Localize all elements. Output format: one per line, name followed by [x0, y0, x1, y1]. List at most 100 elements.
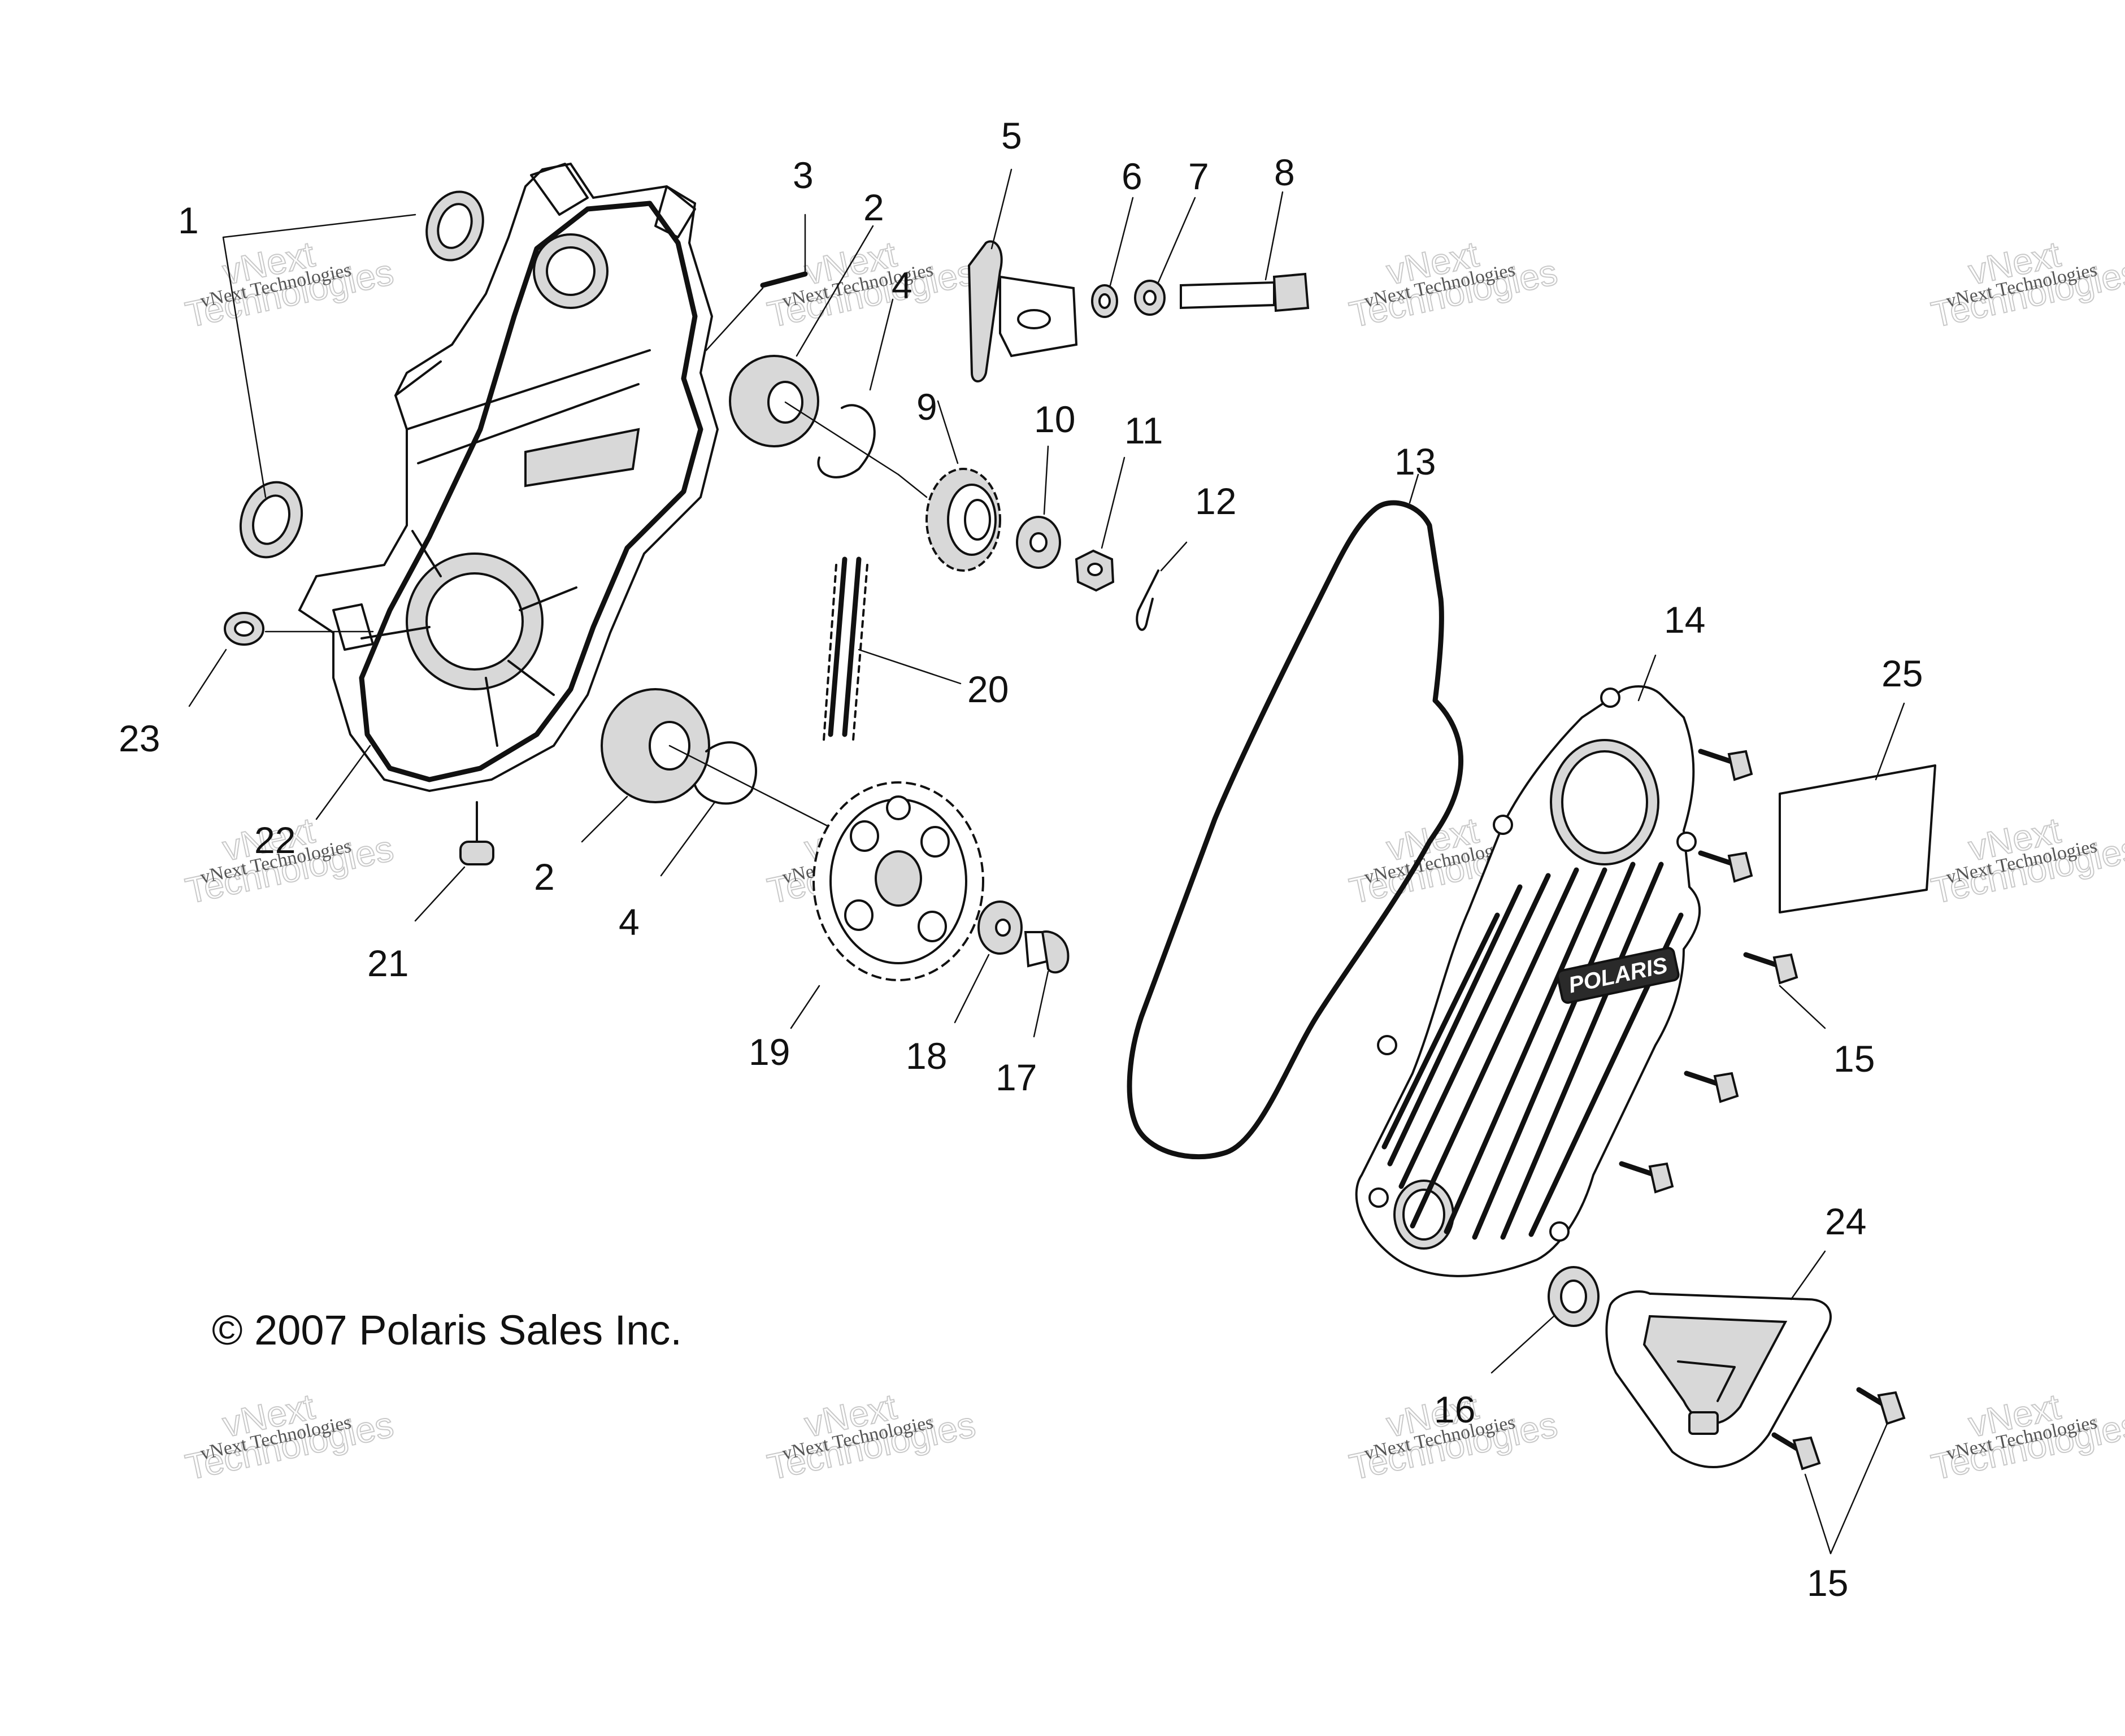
label-8: 8: [1274, 151, 1295, 193]
decal-sheet: [1779, 764, 1936, 913]
snap-ring-upper: [817, 404, 876, 478]
label-20: 20: [967, 668, 1009, 710]
leader-line-15b: [1804, 1422, 1888, 1555]
bolt-15: [1684, 1071, 1739, 1103]
leader-line-18: [954, 954, 990, 1024]
leader-line-25: [1875, 702, 1905, 781]
washer-10: [1016, 516, 1061, 569]
watermark: vNext Technologies vNext Technologies: [1927, 1385, 2125, 1488]
leader-line-21: [414, 866, 466, 922]
leader-line-11: [1101, 456, 1125, 549]
leader-line-4a: [869, 298, 894, 391]
leader-line-7: [1157, 197, 1196, 284]
leader-line-8: [1264, 191, 1284, 281]
leader-line-4b: [660, 801, 716, 877]
watermark: vNext Technologies vNext Technologies: [1927, 233, 2125, 336]
bolt-15: [1698, 749, 1753, 781]
leader-line-14: [1637, 654, 1657, 702]
leader-line-2b: [581, 745, 849, 843]
label-25: 25: [1881, 652, 1923, 694]
watermark: vNext Technologies vNext Technologies: [181, 1385, 397, 1488]
seal-lower: [239, 481, 303, 559]
bolt-15: [1698, 850, 1753, 883]
label-4-upper: 4: [892, 264, 912, 306]
nut-6: [1091, 284, 1118, 318]
label-9: 9: [916, 386, 937, 428]
label-14: 14: [1664, 599, 1705, 641]
label-22: 22: [254, 819, 295, 861]
key-pin: [760, 271, 808, 288]
label-15-upper: 15: [1833, 1038, 1875, 1080]
cover-seal: [1548, 1266, 1600, 1327]
leader-line-15a: [1779, 985, 1826, 1029]
leader-line-2a: [784, 225, 899, 476]
tensioner-block: [967, 240, 1078, 382]
watermark: vNext Technologies vNext Technologies: [763, 1385, 979, 1488]
bolt-8: [1180, 272, 1310, 312]
label-1: 1: [178, 199, 199, 241]
bearing-upper: [729, 355, 819, 447]
label-7: 7: [1188, 155, 1209, 197]
leader-line-6: [1109, 197, 1134, 286]
label-16: 16: [1434, 1389, 1475, 1430]
label-6: 6: [1122, 155, 1142, 197]
leader-line-5: [990, 168, 1012, 250]
label-15-lower: 15: [1807, 1562, 1848, 1604]
leader-line-20: [858, 649, 962, 685]
snap-ring-lower: [694, 741, 757, 805]
watermark: vNext Technologies vNext Technologies: [1927, 809, 2125, 912]
leader-line-22: [315, 745, 371, 820]
label-21: 21: [367, 942, 409, 984]
label-2-upper: 2: [863, 186, 884, 228]
leader-line-17: [1033, 971, 1049, 1038]
sprocket-small: [925, 468, 1001, 572]
cover-gasket: [1127, 500, 1464, 1160]
cotter-pin: [1136, 569, 1159, 631]
chaincase-housing: [298, 162, 719, 793]
label-11: 11: [1124, 410, 1163, 451]
leader-line-24: [1790, 1250, 1826, 1300]
label-23: 23: [119, 717, 160, 759]
sprocket-large: [812, 781, 984, 981]
leader-line-3: [705, 214, 806, 351]
leader-line-10: [1043, 445, 1049, 515]
label-2-lower: 2: [534, 856, 555, 898]
leader-line-19: [790, 985, 820, 1029]
brand-logo: POLARIS: [1556, 947, 1680, 1004]
bracket-plate: [1605, 1290, 1832, 1468]
bearing-lower: [601, 688, 710, 803]
plug-nut: [224, 612, 264, 646]
outer-cover: POLARIS: [1355, 685, 1701, 1277]
washer-7: [1134, 280, 1166, 316]
watermark: vNext Technologies vNext Technologies: [181, 233, 397, 336]
bolt-17: [1024, 930, 1070, 974]
label-18: 18: [906, 1035, 947, 1077]
label-5: 5: [1001, 115, 1022, 156]
drain-plug: [459, 801, 494, 865]
bolt-15: [1771, 1432, 1821, 1470]
leader-line-1: [222, 214, 416, 498]
leader-line-23: [188, 630, 374, 707]
nut-11: [1075, 549, 1115, 592]
bolts-15-lower: [1771, 1387, 1906, 1470]
leader-line-13: [1409, 473, 1419, 504]
label-24: 24: [1825, 1200, 1866, 1242]
copyright-notice: © 2007 Polaris Sales Inc.: [212, 1307, 682, 1354]
label-17: 17: [996, 1056, 1037, 1098]
drive-chain: [823, 556, 868, 741]
watermark: vNext Technologies vNext Technologies: [1345, 233, 1561, 336]
label-19: 19: [749, 1031, 790, 1073]
seal-upper: [425, 190, 484, 262]
label-12: 12: [1195, 480, 1236, 522]
label-4-lower: 4: [619, 901, 640, 943]
leader-line-16: [1490, 1315, 1555, 1374]
bolt-15: [1619, 1161, 1674, 1194]
label-3: 3: [793, 154, 814, 196]
label-13: 13: [1394, 441, 1436, 482]
washer-18: [977, 900, 1023, 955]
bolts-15-upper: [1619, 749, 1798, 1194]
part-labels: 1 2 3 4 5 6 7 8 9 10 11 12 13 14 20 23 2…: [119, 115, 1923, 1604]
bolt-15: [1743, 952, 1798, 985]
label-10: 10: [1034, 398, 1075, 440]
